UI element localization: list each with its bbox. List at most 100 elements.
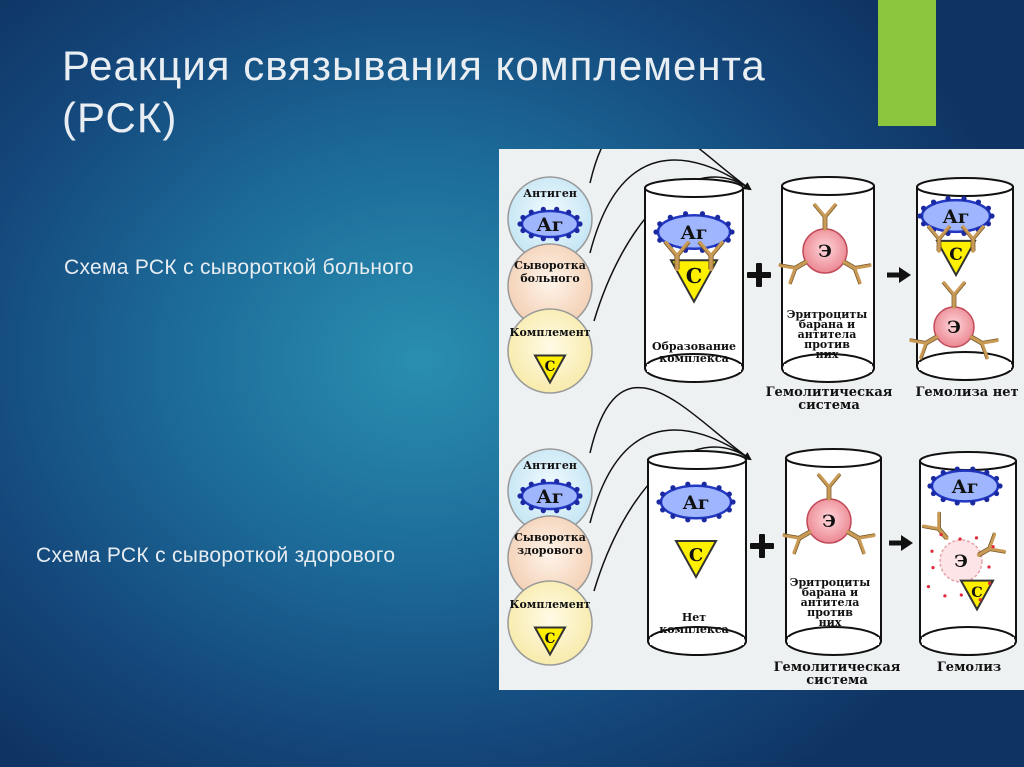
complement-triangle <box>669 259 719 304</box>
antigen-dot <box>540 508 546 514</box>
bottom-tube-hemolytic-bottom-mask <box>788 637 879 645</box>
hemoglobin-dot <box>988 581 992 585</box>
antibody-arm <box>921 524 941 531</box>
antigen-dot <box>940 469 946 476</box>
bottom-tube-complex-bottom-mask <box>650 637 744 645</box>
top-tube-complement <box>669 259 719 304</box>
antibody-arm <box>971 225 985 241</box>
bottom-tube1-label: комплекса <box>659 623 728 636</box>
antigen-symbol: Аг <box>536 486 563 508</box>
antibody-arm <box>664 240 679 258</box>
hemoglobin-dot <box>978 598 982 602</box>
antigen-dot <box>670 513 676 519</box>
antibody-outline <box>842 259 871 285</box>
bottom-tube-complement <box>674 540 718 580</box>
antigen-dot <box>574 486 580 493</box>
antigen-dot <box>660 491 666 497</box>
hemoglobin-dot <box>930 549 934 553</box>
antibody-arm <box>919 341 929 360</box>
curved-arrow <box>589 386 752 461</box>
antibody-outline <box>960 226 986 251</box>
complement-triangle <box>533 626 567 657</box>
antibody <box>842 259 872 285</box>
bottom-arrow <box>889 535 913 551</box>
antigen-dot <box>574 227 580 234</box>
antibody-outline <box>926 226 952 251</box>
antibody-arm <box>952 281 966 297</box>
antigen-dot <box>520 227 526 234</box>
hemoglobin-dot <box>943 594 947 598</box>
antibody <box>941 281 967 309</box>
antigen-dot <box>574 499 580 506</box>
antigen-dot <box>660 507 666 513</box>
bottom-result-label: Гемолиз <box>937 660 1001 675</box>
antigen-dot <box>927 483 933 489</box>
antigen-dot <box>566 481 572 487</box>
plus-bar <box>756 263 762 287</box>
bottom-tube-hemolytic-rim <box>785 448 882 468</box>
top-result-label: Гемолиза нет <box>915 385 1018 400</box>
antigen-dot <box>701 481 707 487</box>
arrow-shaft <box>887 272 901 278</box>
antigen-dot <box>540 206 546 212</box>
top-arrow <box>887 267 911 283</box>
complement-symbol: С <box>545 359 556 375</box>
top-reagent-circles <box>507 176 593 394</box>
antigen-dot <box>554 206 560 212</box>
complement-in-circle <box>533 626 567 657</box>
antigen-dot <box>985 205 992 211</box>
antigen-dot <box>656 499 662 505</box>
antibody-arm <box>852 266 862 285</box>
antigen-dot <box>989 213 995 219</box>
top-tube-complex-rim <box>644 178 744 198</box>
antigen-dot <box>920 221 927 227</box>
antibody <box>782 529 812 555</box>
antibody-arm <box>942 281 956 297</box>
antigen-dot <box>730 499 736 505</box>
antigen-particle <box>517 206 583 242</box>
antibody-outline <box>922 512 949 540</box>
antibody-arm <box>852 263 872 270</box>
top-tube2-label: барана и <box>799 318 855 331</box>
antigen-dot <box>716 485 722 491</box>
antibody-arm <box>909 338 929 345</box>
complement-symbol: С <box>689 545 703 566</box>
top-tube-result-bottom-mask <box>919 362 1011 370</box>
antigen-dot <box>517 493 523 499</box>
antibody-stem <box>797 530 812 540</box>
antibody-outline <box>846 529 875 555</box>
antigen-dot <box>566 233 572 239</box>
antibody-arm <box>987 547 1007 554</box>
antigen-circle-label: Антиген <box>523 187 577 200</box>
erythrocyte-symbol: Э <box>947 318 961 338</box>
bottom-reagent-circles <box>507 448 593 666</box>
antigen-dot <box>554 236 560 242</box>
bottom-result-antibody <box>976 532 1007 558</box>
antibody <box>846 529 876 555</box>
curved-arrow <box>589 149 752 191</box>
antibody <box>969 334 999 360</box>
bottom-result-antigen <box>927 466 1003 506</box>
antibody-arm <box>927 225 941 241</box>
antigen-dot <box>520 499 526 506</box>
antigen-dot <box>930 490 937 497</box>
top-tube2-label: против <box>804 338 850 351</box>
antigen-symbol: Аг <box>536 214 563 236</box>
antibody-arm <box>856 536 866 555</box>
antibody-arm <box>979 338 999 345</box>
complement-circle-label: Комплемент <box>509 598 590 611</box>
antibody-stem <box>846 530 861 540</box>
antibody <box>778 259 808 285</box>
hemoglobin-dot <box>931 566 935 570</box>
antigen-dot <box>726 491 732 497</box>
antibody-arm <box>856 533 876 540</box>
antibody-arm <box>937 511 941 531</box>
antigen-dot <box>725 221 731 227</box>
top-tube-antigen <box>653 211 735 253</box>
arrow-head <box>899 267 911 283</box>
top-tube-complex-bottom-mask <box>647 364 741 372</box>
antigen-dot <box>715 214 721 220</box>
serum-circle-label: Сыворотка <box>514 259 586 272</box>
antigen-dot <box>930 199 937 205</box>
antigen-dot <box>566 209 572 215</box>
